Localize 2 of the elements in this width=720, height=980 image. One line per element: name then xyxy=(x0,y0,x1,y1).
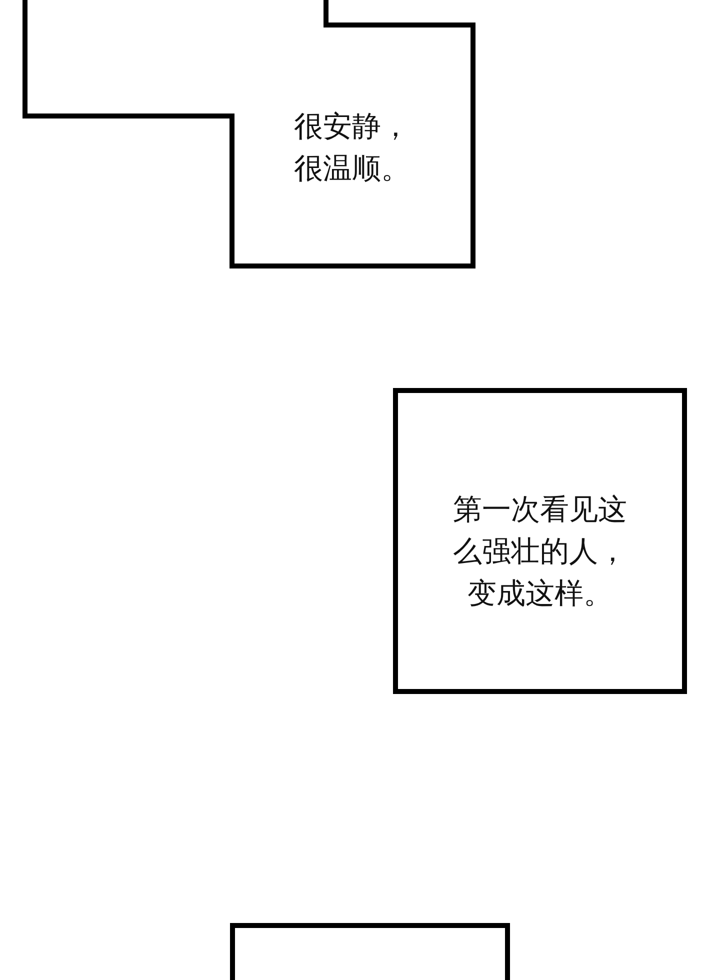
caption-text: 很安静，很温顺。 xyxy=(293,108,411,188)
caption-text: 第一次看见这么强壮的人，变成这样。 xyxy=(452,491,628,612)
